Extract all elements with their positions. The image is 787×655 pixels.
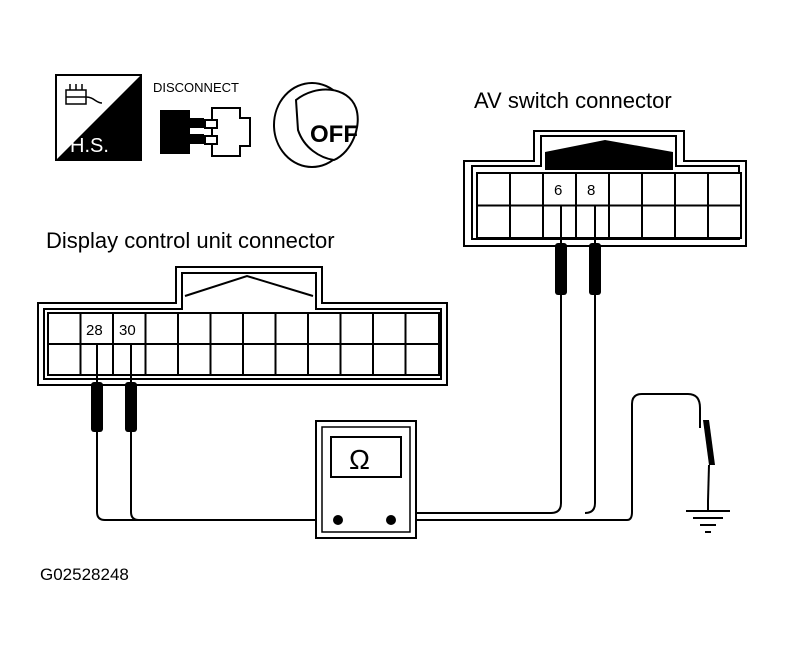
disconnect-label: DISCONNECT: [153, 80, 239, 95]
ignition-off-label: OFF: [310, 121, 358, 148]
display-pin-28-label: 28: [86, 322, 103, 339]
ohm-symbol: Ω: [349, 444, 370, 475]
figure-code: G02528248: [40, 565, 129, 584]
ignition-off-icon: OFF: [273, 82, 359, 168]
ground-symbol-icon: [686, 501, 730, 533]
probe-av-pin-8: [589, 205, 601, 295]
harness-side-icon: H.S.: [55, 74, 142, 161]
test-leads: [96, 295, 701, 521]
meter-terminal-negative: [333, 515, 343, 525]
harness-side-label: H.S.: [70, 135, 109, 157]
av-pin-6-label: 6: [554, 182, 562, 199]
ground-probe: [703, 420, 715, 502]
meter-terminal-positive: [386, 515, 396, 525]
display-connector-title: Display control unit connector: [46, 228, 335, 253]
display-control-unit-connector: 28 30: [37, 266, 448, 386]
disconnect-icon: DISCONNECT: [153, 80, 251, 157]
ohmmeter: Ω: [315, 420, 417, 539]
probe-display-pin-28: [91, 344, 103, 432]
av-switch-connector: 6 8: [463, 130, 747, 247]
av-switch-connector-title: AV switch connector: [474, 88, 672, 113]
display-pin-30-label: 30: [119, 322, 136, 339]
av-pin-8-label: 8: [587, 182, 595, 199]
connector-wires-icon: [65, 84, 103, 105]
probe-av-pin-6: [555, 205, 567, 295]
probe-display-pin-30: [125, 344, 137, 432]
